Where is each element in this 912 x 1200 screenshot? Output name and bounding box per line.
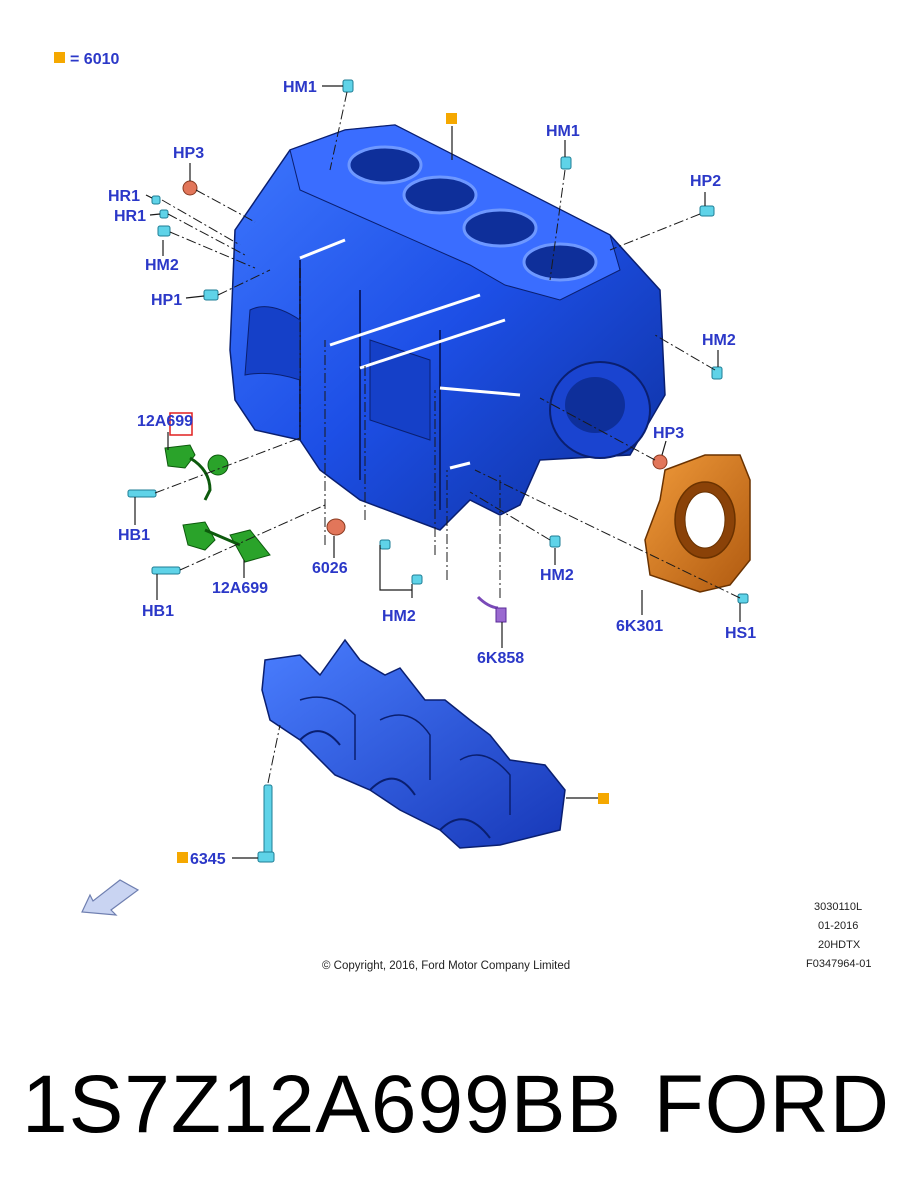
plug-hp3-top bbox=[182, 180, 198, 196]
marker-6345 bbox=[177, 852, 188, 863]
label-hb1-a: HB1 bbox=[118, 527, 150, 544]
label-hm2-right: HM2 bbox=[702, 332, 736, 349]
leader-lines bbox=[134, 85, 741, 859]
cylinder-bore-4 bbox=[522, 242, 598, 282]
label-hm1-top: HM1 bbox=[283, 79, 317, 96]
bolt-hp1 bbox=[203, 289, 219, 301]
label-6k301: 6K301 bbox=[616, 618, 663, 635]
label-hp3-top: HP3 bbox=[173, 145, 204, 162]
engine-block bbox=[229, 124, 666, 531]
marker-6010-bedplate bbox=[598, 793, 609, 804]
label-hr1-a: HR1 bbox=[108, 188, 140, 205]
label-hp1: HP1 bbox=[151, 292, 182, 309]
bolt-6345-head bbox=[257, 851, 275, 863]
label-hm2-mid: HM2 bbox=[382, 608, 416, 625]
brand-name: FORD bbox=[653, 1059, 890, 1150]
label-hm1-right: HM1 bbox=[546, 123, 580, 140]
highlight-box-12a699 bbox=[169, 412, 193, 436]
legend-text: = 6010 bbox=[70, 51, 119, 68]
bedplate bbox=[261, 638, 566, 849]
bolt-hb1-a bbox=[127, 489, 157, 498]
label-hs1: HS1 bbox=[725, 625, 756, 642]
label-hr1-b: HR1 bbox=[114, 208, 146, 225]
exploded-parts-diagram: = 6010 bbox=[54, 51, 871, 972]
label-hm2-left: HM2 bbox=[145, 257, 179, 274]
meta-line-1: 3030110L bbox=[814, 901, 862, 913]
bolt-hm2-bottom bbox=[549, 535, 561, 548]
bolt-hm2-mid-b bbox=[411, 574, 423, 585]
bolt-hm2-left bbox=[157, 225, 171, 237]
label-12a699-top: 12A699 bbox=[137, 413, 193, 430]
part-footer: 1S7Z12A699BB FORD bbox=[0, 1045, 912, 1165]
plug-6026 bbox=[326, 518, 346, 536]
bolt-hs1 bbox=[737, 593, 749, 604]
bolt-hr1-b bbox=[159, 209, 169, 219]
bolt-hp2 bbox=[699, 205, 715, 217]
marker-6010-block bbox=[446, 113, 457, 124]
copyright-text: © Copyright, 2016, Ford Motor Company Li… bbox=[322, 960, 570, 972]
meta-line-2: 01-2016 bbox=[818, 920, 858, 932]
label-hp2: HP2 bbox=[690, 173, 721, 190]
bolt-hm1-right bbox=[560, 156, 572, 170]
front-direction-arrow-icon bbox=[81, 879, 140, 916]
bolt-hm1-top bbox=[342, 79, 354, 93]
label-hp3-right: HP3 bbox=[653, 425, 684, 442]
bolt-hb1-b bbox=[151, 566, 181, 575]
label-hm2-bottom: HM2 bbox=[540, 567, 574, 584]
crank-sensor-bottom bbox=[182, 521, 271, 563]
plug-hp3-right bbox=[652, 454, 668, 470]
cylinder-bore-3 bbox=[462, 208, 538, 248]
legend-marker bbox=[54, 52, 65, 63]
centerlines bbox=[154, 91, 741, 784]
cylinder-bore-2 bbox=[402, 175, 478, 215]
label-6026: 6026 bbox=[312, 560, 348, 577]
crank-sensor-top bbox=[164, 444, 229, 501]
bolt-hm2-mid-a bbox=[379, 539, 391, 550]
bolt-hr1-a bbox=[151, 195, 161, 205]
label-12a699-bottom: 12A699 bbox=[212, 580, 268, 597]
meta-line-3: 20HDTX bbox=[818, 939, 861, 951]
bolt-6345 bbox=[263, 784, 273, 858]
part-number: 1S7Z12A699BB bbox=[22, 1059, 623, 1150]
label-hb1-b: HB1 bbox=[142, 603, 174, 620]
label-6k858: 6K858 bbox=[477, 650, 524, 667]
cylinder-bore-1 bbox=[347, 145, 423, 185]
oil-sensor-6k858 bbox=[476, 595, 507, 623]
label-6345: 6345 bbox=[190, 851, 226, 868]
meta-line-4: F0347964-01 bbox=[806, 958, 871, 970]
rear-main-seal bbox=[644, 454, 751, 593]
